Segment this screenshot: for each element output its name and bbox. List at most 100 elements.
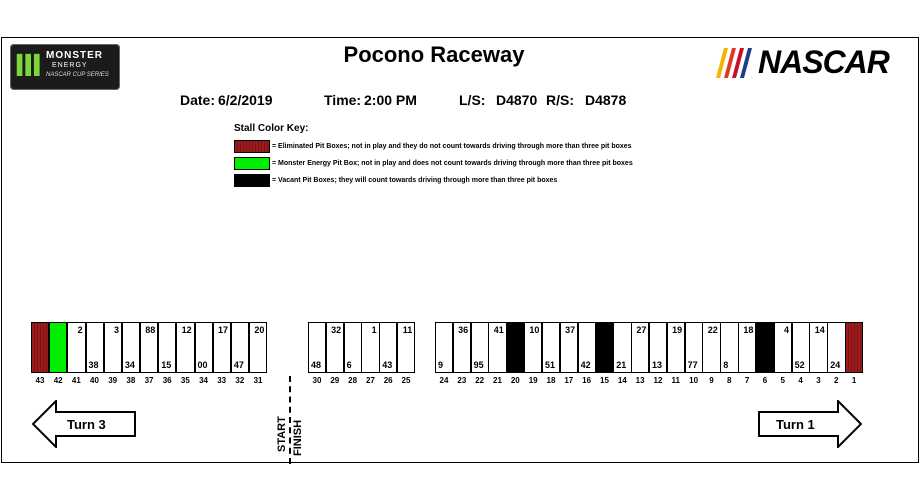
car-number: 47	[233, 360, 244, 370]
pit-stall-34: 00	[194, 322, 213, 373]
car-number: 12	[181, 325, 192, 335]
pit-stall-26: 43	[379, 322, 398, 373]
car-number: 34	[124, 360, 135, 370]
stall-number: 39	[108, 376, 118, 385]
pit-stall-9: 22	[702, 322, 721, 373]
car-number: 6	[346, 360, 352, 370]
car-number: 27	[636, 325, 647, 335]
pit-stall-13: 27	[631, 322, 650, 373]
stall-number: 38	[126, 376, 136, 385]
time-value: 2:00 PM	[364, 92, 417, 108]
stall-number: 41	[71, 376, 81, 385]
stall-number: 40	[90, 376, 99, 385]
stall-number: 19	[528, 376, 538, 385]
start-finish-line	[289, 376, 291, 464]
stall-number: 35	[180, 376, 190, 385]
pit-stall-10: 77	[684, 322, 703, 373]
stall-number: 3	[816, 376, 821, 385]
turn-3-arrow-icon	[32, 400, 136, 448]
stall-number: 22	[475, 376, 485, 385]
stall-number: 33	[217, 376, 227, 385]
stall-number: 36	[162, 376, 172, 385]
car-number: 77	[687, 360, 698, 370]
car-number: 32	[331, 325, 342, 335]
car-number: 43	[382, 360, 393, 370]
pit-stall-23: 36	[452, 322, 472, 373]
logo-line3: NASCAR CUP SERIES	[46, 72, 109, 78]
pit-stall-43	[31, 322, 50, 373]
pit-stall-3: 14	[809, 322, 828, 373]
car-number: 21	[616, 360, 627, 370]
car-number: 9	[438, 360, 444, 370]
car-number: 41	[493, 325, 504, 335]
pit-stall-1	[845, 322, 864, 373]
pit-stall-29: 32	[325, 322, 345, 373]
key-text-vacant: = Vacant Pit Boxes; they will count towa…	[272, 177, 558, 184]
pit-stall-14: 21	[613, 322, 632, 373]
pit-stall-25: 11	[397, 322, 416, 373]
pit-stall-21: 41	[488, 322, 507, 373]
car-number: 36	[458, 325, 469, 335]
car-number: 88	[145, 325, 156, 335]
start-label: START	[276, 416, 288, 452]
nascar-wordmark: NASCAR	[758, 44, 890, 80]
car-number: 1	[371, 325, 377, 335]
stall-number: 43	[35, 376, 45, 385]
car-number: 42	[580, 360, 591, 370]
stall-number: 23	[457, 376, 467, 385]
key-swatch-vacant	[234, 174, 270, 187]
pit-stall-24: 9	[435, 322, 454, 373]
stall-number: 7	[744, 376, 750, 385]
car-number: 38	[88, 360, 99, 370]
car-number: 11	[402, 325, 413, 335]
logo-line2: ENERGY	[52, 62, 88, 69]
car-number: 15	[161, 360, 172, 370]
car-number: 22	[707, 325, 718, 335]
pit-stall-15	[595, 322, 614, 373]
pit-stall-4: 52	[791, 322, 810, 373]
ls-label: L/S:	[459, 92, 486, 108]
car-number: 18	[743, 325, 754, 335]
stall-number: 9	[709, 376, 714, 385]
key-title: Stall Color Key:	[234, 123, 309, 134]
pit-stall-35: 12	[176, 322, 195, 373]
car-number: 37	[565, 325, 576, 335]
stall-number: 20	[510, 376, 520, 385]
time-label: Time:	[324, 92, 362, 108]
car-number: 52	[794, 360, 805, 370]
pit-stall-7: 18	[738, 322, 757, 373]
pit-stall-41: 2	[67, 322, 86, 373]
stall-number: 37	[144, 376, 154, 385]
pit-stall-17: 37	[559, 322, 579, 373]
stall-number: 4	[798, 376, 803, 385]
rs-label: R/S:	[546, 92, 574, 108]
track-title: Pocono Raceway	[343, 42, 525, 67]
finish-label: FINISH	[292, 419, 304, 456]
car-number: 8	[723, 360, 729, 370]
car-number: 3	[113, 325, 119, 335]
turn-3-label: Turn 3	[67, 417, 106, 432]
pit-stall-18: 51	[541, 322, 561, 373]
car-number: 10	[529, 325, 540, 335]
stall-number: 16	[582, 376, 592, 385]
car-number: 2	[77, 325, 83, 335]
pit-stall-19: 10	[524, 322, 543, 373]
stall-number: 29	[330, 376, 340, 385]
nascar-logo: NASCAR	[716, 44, 896, 80]
pit-stall-42	[49, 322, 68, 373]
pit-stall-36: 15	[158, 322, 177, 373]
key-text-eliminated: = Eliminated Pit Boxes; not in play and …	[272, 143, 632, 150]
car-number: 4	[784, 325, 790, 335]
pit-stall-28: 6	[343, 322, 362, 373]
car-number: 13	[651, 360, 662, 370]
stall-number: 12	[653, 376, 663, 385]
pit-stall-2: 24	[827, 322, 846, 373]
stall-number: 24	[439, 376, 449, 385]
car-number: 00	[197, 360, 208, 370]
pit-stall-20	[506, 322, 525, 373]
pit-stall-37: 88	[140, 322, 159, 373]
stall-number: 13	[635, 376, 645, 385]
pit-stall-40: 38	[85, 322, 104, 373]
pit-stall-8: 8	[720, 322, 739, 373]
car-number: 14	[814, 325, 825, 335]
